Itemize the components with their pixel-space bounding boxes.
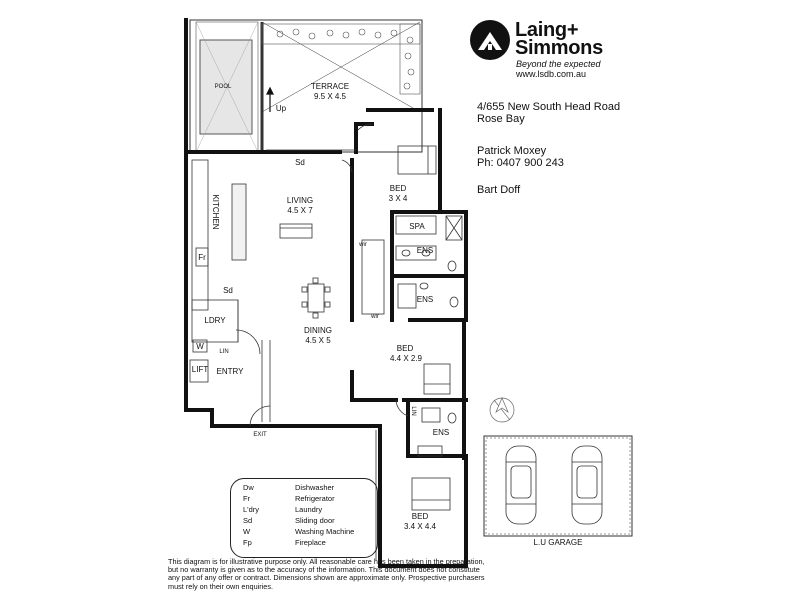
legend-abbr: L'dry — [243, 505, 260, 514]
pool — [195, 21, 259, 153]
spa-label: SPA — [409, 222, 425, 231]
sliding-door-left-label: Sd — [223, 286, 233, 295]
brand-name-line1: Laing+ — [515, 19, 579, 41]
stairs-up-arrow — [266, 86, 274, 112]
agent1-phone: Ph: 0407 900 243 — [477, 157, 564, 169]
legend-abbr: W — [243, 527, 251, 536]
up-label: Up — [275, 104, 287, 113]
north-compass — [489, 397, 515, 423]
legend-abbr: Sd — [243, 516, 253, 525]
linen2-label: LIN — [410, 406, 416, 416]
wir-label: wir — [359, 242, 367, 248]
legend-abbr: Fr — [243, 494, 251, 503]
disclaimer-text: This diagram is for illustrative purpose… — [168, 557, 485, 591]
ensuite2-label: ENS — [416, 295, 434, 304]
entry-label: ENTRY — [216, 367, 244, 376]
agent2-name: Bart Doff — [477, 184, 521, 196]
linen-label: LIN — [219, 349, 229, 355]
living-size: 4.5 X 7 — [287, 206, 313, 215]
address-line2: Rose Bay — [477, 113, 525, 125]
fridge-label: Fr — [198, 253, 206, 262]
ensuite1-label: ENS — [416, 246, 434, 255]
legend-meaning: Sliding door — [295, 516, 335, 525]
dining-size: 4.5 X 5 — [305, 336, 331, 345]
legend-meaning: Dishwasher — [295, 483, 335, 492]
ensuite3-label: ENS — [432, 428, 450, 437]
brand-logo-icon — [470, 20, 510, 60]
legend-abbr: Dw — [243, 483, 254, 492]
kitchen-label: KITCHEN — [211, 194, 220, 230]
pool-label: POOL — [214, 84, 232, 90]
brand-website: www.lsdb.com.au — [516, 69, 587, 79]
interior-fittings — [189, 123, 463, 560]
legend-meaning: Fireplace — [295, 538, 326, 547]
bed1-size: 3 X 4 — [388, 194, 408, 203]
legend-meaning: Laundry — [295, 505, 323, 514]
brand-name-line2: Simmons — [515, 37, 603, 59]
legend-meaning: Refrigerator — [295, 494, 335, 503]
legend-abbr: Fp — [243, 538, 252, 547]
dining-label: DINING — [304, 326, 332, 335]
bed3-size: 3.4 X 4.4 — [403, 522, 437, 531]
car-2-icon — [571, 445, 603, 525]
legend-box: Dw Dishwasher Fr Refrigerator L'dry Laun… — [230, 478, 378, 558]
wir2-label: wir — [371, 314, 379, 320]
sliding-door-label: Sd — [295, 158, 305, 167]
exit-label: EXIT — [253, 432, 267, 438]
brand-tagline: Beyond the expected — [516, 59, 601, 69]
bed2-size: 4.4 X 2.9 — [389, 354, 423, 363]
terrace-size: 9.5 X 4.5 — [313, 92, 347, 101]
living-label: LIVING — [286, 196, 314, 205]
bed2-label: BED — [396, 344, 414, 353]
address-line1: 4/655 New South Head Road — [477, 101, 621, 113]
lift-label: LIFT — [191, 365, 209, 374]
laundry-label: LDRY — [204, 316, 226, 325]
bed3-label: BED — [411, 512, 429, 521]
car-1-icon — [505, 445, 537, 525]
terrace-label: TERRACE — [310, 82, 350, 91]
terrace-planter — [261, 23, 421, 95]
agent1-name: Patrick Moxey — [477, 145, 547, 157]
bed1-label: BED — [389, 184, 407, 193]
garage — [483, 435, 633, 537]
legend-meaning: Washing Machine — [295, 527, 355, 536]
garage-label: L.U GARAGE — [533, 538, 583, 547]
washing-machine-label: W — [196, 342, 204, 351]
